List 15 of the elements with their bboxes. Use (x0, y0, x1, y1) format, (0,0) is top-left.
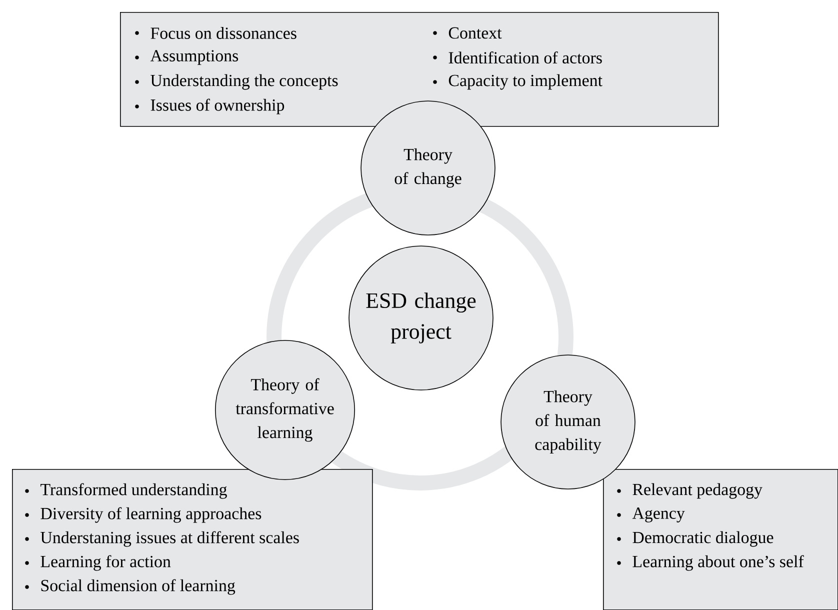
bullet-item: Social dimension of learning (25, 579, 236, 595)
bullet-item: Context (433, 27, 502, 39)
bullet-item: Agency (617, 508, 685, 522)
bullet-item: Transformed understanding (25, 483, 227, 499)
bullet-item: Learning about one’s self (617, 555, 804, 571)
bullet-item: Identification of actors (433, 51, 602, 64)
bullet-item: Capacity to implement (433, 74, 602, 90)
bullet-item: Assumptions (135, 50, 238, 65)
bullet-item: Learning for action (25, 555, 171, 571)
bullet-item: Understaning issues at different scales (25, 531, 299, 547)
bullet-item: Issues of ownership (135, 98, 284, 114)
bullet-item: Diversity of learning approaches (25, 507, 262, 523)
bullet-item: Focus on dissonances (135, 27, 296, 39)
bullet-item: Democratic dialogue (617, 531, 774, 547)
bullet-item: Understanding the concepts (135, 74, 338, 90)
